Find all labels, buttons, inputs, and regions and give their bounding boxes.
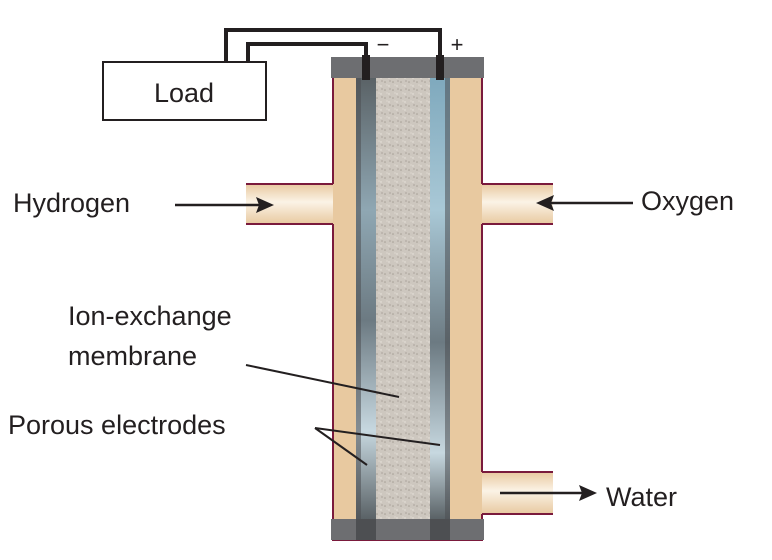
oxygen-inlet-pipe — [475, 183, 553, 225]
wire-positive — [224, 28, 442, 62]
bottom-end-cap — [331, 519, 484, 540]
ion-exchange-membrane — [376, 78, 430, 519]
arrow-right-icon — [175, 197, 274, 213]
load-label: Load — [154, 78, 214, 108]
cathode-electrode-edge — [445, 78, 450, 519]
membrane-label-line1: Ion-exchange — [68, 301, 232, 331]
anode-electrode-edge — [356, 78, 361, 519]
top-end-cap — [331, 57, 484, 78]
positive-terminal — [436, 55, 444, 80]
load-box — [102, 61, 267, 121]
positive-sign: + — [451, 32, 464, 57]
arrow-left-icon — [536, 195, 633, 211]
wire-negative — [246, 42, 368, 62]
arrow-right-icon — [500, 485, 597, 501]
oxygen-label: Oxygen — [641, 186, 734, 216]
electrode-leader-line-left — [314, 427, 368, 466]
cathode-electrode-bottom — [430, 519, 450, 540]
negative-sign: − — [377, 32, 390, 57]
negative-terminal — [362, 55, 370, 80]
electrode-leader-line-right — [314, 427, 441, 446]
membrane-leader-line — [245, 364, 400, 398]
membrane-label-line2: membrane — [68, 341, 197, 371]
anode-electrode-bottom — [356, 519, 376, 540]
water-label: Water — [606, 482, 677, 512]
hydrogen-label: Hydrogen — [13, 188, 130, 218]
electrodes-label: Porous electrodes — [8, 410, 226, 440]
